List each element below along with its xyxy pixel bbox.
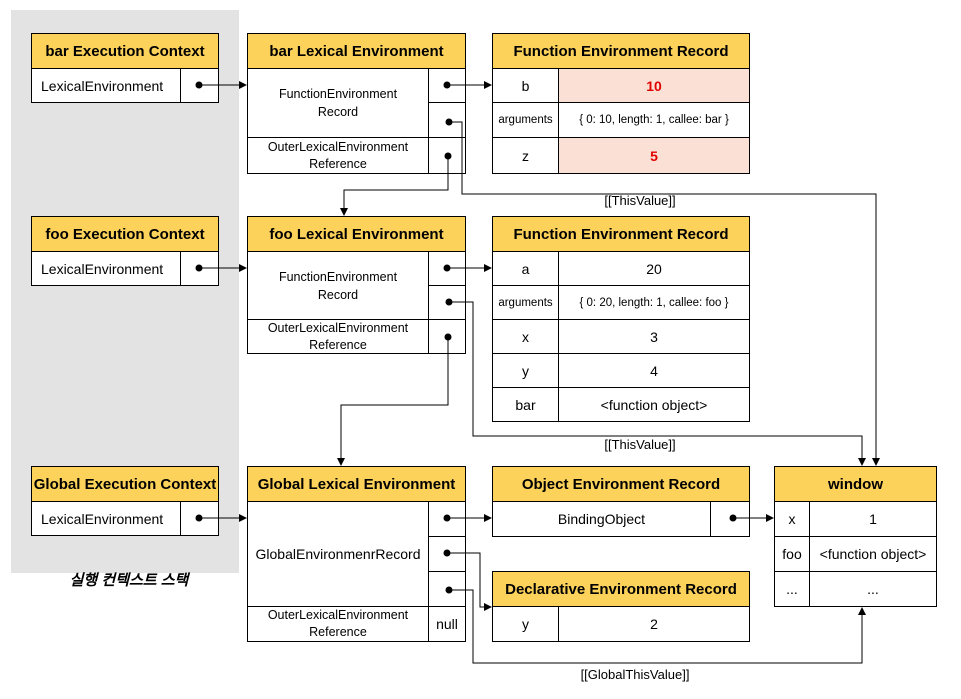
foo-outer-slot xyxy=(428,319,466,354)
global-this-value-label: [[GlobalThisValue]] xyxy=(580,667,690,682)
bar-record-key-z: z xyxy=(492,137,559,174)
global-context-pointer-slot xyxy=(180,501,219,536)
foo-env-record-slot xyxy=(428,251,466,286)
bar-env-record-slot xyxy=(428,68,466,103)
foo-context-lexical-environment-field: LexicalEnvironment xyxy=(31,251,181,286)
bar-this-value-label: [[ThisValue]] xyxy=(604,193,676,208)
bar-context-lexical-environment-field: LexicalEnvironment xyxy=(31,68,181,103)
foo-this-slot xyxy=(428,285,466,320)
window-object-title: window xyxy=(774,466,937,502)
declarative-environment-record-title: Declarative Environment Record xyxy=(492,571,750,607)
foo-record-value-x: 3 xyxy=(558,319,750,354)
bar-record-key-arguments: arguments xyxy=(492,102,559,138)
window-key-more: ... xyxy=(774,571,810,607)
window-value-foo: <function object> xyxy=(809,536,937,572)
global-declarative-record-slot xyxy=(428,536,466,572)
bar-record-key-b: b xyxy=(492,68,559,103)
global-env-record-field: GlobalEnvironmenrRecord xyxy=(247,501,429,607)
global-outer-reference-field: OuterLexicalEnvironment Reference xyxy=(247,606,429,642)
binding-object-slot xyxy=(710,501,750,537)
declarative-record-key-y: y xyxy=(492,606,559,642)
foo-record-key-bar: bar xyxy=(492,387,559,422)
window-key-x: x xyxy=(774,501,810,537)
window-value-x: 1 xyxy=(809,501,937,537)
foo-record-value-bar: <function object> xyxy=(558,387,750,422)
bar-record-value-b: 10 xyxy=(558,68,750,103)
bar-outer-reference-field: OuterLexicalEnvironment Reference xyxy=(247,137,429,174)
foo-outer-arrow xyxy=(337,337,449,466)
bar-this-slot xyxy=(428,102,466,138)
foo-record-key-a: a xyxy=(492,251,559,286)
binding-object-field: BindingObject xyxy=(492,501,711,537)
declarative-record-value-y: 2 xyxy=(558,606,750,642)
global-execution-context-title: Global Execution Context xyxy=(31,466,219,502)
foo-env-record-field: FunctionEnvironment Record xyxy=(247,251,429,320)
bar-record-value-z: 5 xyxy=(558,137,750,174)
bar-env-record-field: FunctionEnvironment Record xyxy=(247,68,429,138)
foo-context-pointer-slot xyxy=(180,251,219,286)
global-outer-null: null xyxy=(428,606,466,642)
global-object-record-slot xyxy=(428,501,466,537)
foo-record-value-a: 20 xyxy=(558,251,750,286)
foo-lexical-environment-title: foo Lexical Environment xyxy=(247,216,466,252)
foo-execution-context-title: foo Execution Context xyxy=(31,216,219,252)
foo-record-key-arguments: arguments xyxy=(492,285,559,320)
bar-record-value-arguments: { 0: 10, length: 1, callee: bar } xyxy=(558,102,750,138)
foo-record-value-arguments: { 0: 20, length: 1, callee: foo } xyxy=(558,285,750,320)
bar-lexical-environment-title: bar Lexical Environment xyxy=(247,33,466,69)
object-environment-record-title: Object Environment Record xyxy=(492,466,750,502)
foo-outer-reference-field: OuterLexicalEnvironment Reference xyxy=(247,319,429,354)
foo-record-key-y: y xyxy=(492,353,559,388)
bar-context-pointer-slot xyxy=(180,68,219,103)
bar-function-record-title: Function Environment Record xyxy=(492,33,750,69)
foo-record-key-x: x xyxy=(492,319,559,354)
window-value-more: ... xyxy=(809,571,937,607)
foo-this-value-label: [[ThisValue]] xyxy=(604,437,676,452)
global-context-lexical-environment-field: LexicalEnvironment xyxy=(31,501,181,536)
foo-record-value-y: 4 xyxy=(558,353,750,388)
stack-caption: 실행 컨텍스트 스택 xyxy=(69,572,189,589)
global-lexical-environment-title: Global Lexical Environment xyxy=(247,466,466,502)
bar-outer-slot xyxy=(428,137,466,174)
global-this-slot xyxy=(428,571,466,607)
bar-execution-context-title: bar Execution Context xyxy=(31,33,219,69)
window-key-foo: foo xyxy=(774,536,810,572)
foo-function-record-title: Function Environment Record xyxy=(492,216,750,252)
